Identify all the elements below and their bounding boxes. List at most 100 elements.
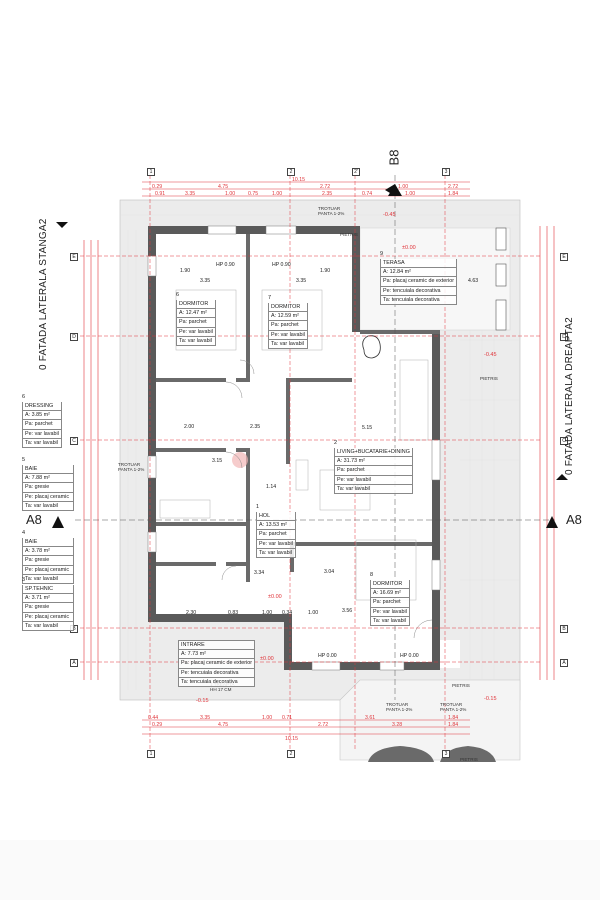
room-name: TERASA bbox=[380, 259, 458, 269]
room-wall-finish: Pe: var lavabil bbox=[256, 539, 296, 549]
room-floor-finish: Pa: gresie bbox=[22, 603, 74, 613]
interior-dim: 3.35 bbox=[296, 278, 307, 284]
bottom-dim: 1.00 bbox=[262, 715, 273, 721]
bottom-dim: 0.71 bbox=[282, 715, 293, 721]
grid-axis-c-left: C bbox=[70, 437, 78, 445]
room-name: DORMITOR bbox=[268, 303, 308, 313]
grid-axis-3-bottom: 3 bbox=[442, 750, 450, 758]
window-sill-label: HP 0.00 bbox=[318, 653, 337, 659]
top-dim: 0.75 bbox=[248, 191, 259, 197]
elevation-exterior-bottom-right: -0.15 bbox=[484, 696, 497, 702]
room-ceiling-finish: Ta: var lavabil bbox=[370, 616, 410, 627]
room-wall-finish: Pe: var lavabil bbox=[176, 327, 216, 337]
elevation-hol: ±0.00 bbox=[268, 594, 282, 600]
grid-axis-1-top: 1 bbox=[147, 168, 155, 176]
surface-label-pietris: PIETRIS bbox=[480, 376, 498, 381]
room-area: A: 13.53 m² bbox=[256, 521, 296, 531]
room-area: A: 16.69 m² bbox=[370, 589, 410, 599]
interior-dim: 0.34 bbox=[282, 610, 293, 616]
room-wall-finish: Pe: var lavabil bbox=[370, 607, 410, 617]
room-ceiling-finish: Ta: var lavabil bbox=[334, 484, 413, 495]
room-ceiling-finish: Ta: var lavabil bbox=[22, 501, 74, 512]
room-ceiling-finish: Ta: var lavabil bbox=[22, 574, 74, 585]
top-dim: 2.72 bbox=[448, 184, 459, 190]
grid-axis-1-bottom: 1 bbox=[147, 750, 155, 758]
bottom-dim: 1.84 bbox=[448, 722, 459, 728]
room-number: 4 bbox=[22, 530, 26, 536]
facade-label-left: 0 FATADA LATERALA STANGA2 bbox=[38, 218, 49, 370]
room-wall-finish: Pe: tencuiala decorativa bbox=[380, 286, 458, 296]
surface-label-pietris: PIETRIS bbox=[452, 683, 470, 688]
room-card-baie-5: 5 BAIE A: 7.88 m² Pa: gresie Pe: placaj … bbox=[22, 457, 74, 512]
facade-label-right: 0 FATADA LATERALA DREAPTA2 bbox=[564, 317, 575, 475]
slope-note: TROTUAR PANTA 1-2% bbox=[386, 702, 413, 712]
room-wall-finish: Pe: placaj ceramic bbox=[22, 565, 74, 575]
top-dim: 0.91 bbox=[155, 191, 166, 197]
room-name: BAIE bbox=[22, 465, 74, 475]
top-dim: 2.35 bbox=[322, 191, 333, 197]
window-sill-label: HP 0.90 bbox=[272, 262, 291, 268]
room-floor-finish: Pa: gresie bbox=[22, 556, 74, 566]
top-dim: 0.74 bbox=[362, 191, 373, 197]
top-dim: 1.84 bbox=[448, 191, 459, 197]
surface-label-pietris: PIETRIS bbox=[340, 232, 358, 237]
slope-note: TROTUAR PANTA 1-2% bbox=[118, 462, 145, 472]
interior-dim: 1.90 bbox=[320, 268, 331, 274]
interior-dim: 3.35 bbox=[200, 278, 211, 284]
room-number: 2 bbox=[334, 440, 338, 446]
window-sill-label: HP 0.90 bbox=[216, 262, 235, 268]
top-dim: 4.75 bbox=[218, 184, 229, 190]
room-number: 3 bbox=[22, 577, 26, 583]
bottom-dim: 3.61 bbox=[365, 715, 376, 721]
room-area: A: 12.84 m² bbox=[380, 268, 458, 278]
room-area: A: 7.88 m² bbox=[22, 474, 74, 484]
room-card-baie-4: 4 BAIE A: 3.78 m² Pa: gresie Pe: placaj … bbox=[22, 530, 74, 585]
surface-label-pietris: PIETRIS bbox=[460, 757, 478, 762]
interior-dim: 0.83 bbox=[228, 610, 239, 616]
room-wall-finish: Pe: placaj ceramic bbox=[22, 612, 74, 622]
room-ceiling-finish: Ta: tencuiala decorativa bbox=[178, 677, 256, 688]
room-floor-finish: Pa: parchet bbox=[256, 530, 296, 540]
room-ceiling-finish: Ta: var lavabil bbox=[268, 339, 308, 350]
interior-dim: 1.90 bbox=[180, 268, 191, 274]
grid-axis-a-left: A bbox=[70, 659, 78, 667]
room-number: 6 bbox=[22, 394, 26, 400]
top-dim: 1.00 bbox=[398, 184, 409, 190]
grid-axis-2-top: 2 bbox=[287, 168, 295, 176]
interior-dim: 3.34 bbox=[254, 570, 265, 576]
room-floor-finish: Pa: placaj ceramic de exterior bbox=[380, 277, 458, 287]
room-ceiling-finish: Ta: tencuiala decorativa bbox=[380, 295, 458, 306]
overall-width-dim-bottom: 10.15 bbox=[285, 736, 298, 742]
grid-axis-2-bottom: 2 bbox=[287, 750, 295, 758]
room-card-living-2: 2 LIVING+BUCATARIE+DINING A: 31.73 m² Pa… bbox=[334, 440, 413, 495]
elevation-entry: ±0.00 bbox=[260, 656, 274, 662]
interior-dim: 1.14 bbox=[266, 484, 277, 490]
room-floor-finish: Pa: parchet bbox=[22, 420, 62, 430]
room-floor-finish: Pa: placaj ceramic de exterior bbox=[178, 659, 256, 669]
grid-axis-3-top: 3 bbox=[442, 168, 450, 176]
room-number: 8 bbox=[370, 572, 374, 578]
room-card-dormitor-7: 7 DORMITOR A: 12.59 m² Pa: parchet Pe: v… bbox=[268, 295, 308, 350]
room-wall-finish: Pe: placaj ceramic bbox=[22, 492, 74, 502]
room-area: A: 3.85 m² bbox=[22, 411, 62, 421]
section-marker-a8-left: A8 bbox=[26, 512, 42, 527]
room-name: BAIE bbox=[22, 538, 74, 548]
room-name: DORMITOR bbox=[370, 580, 410, 590]
room-area: A: 3.71 m² bbox=[22, 594, 74, 604]
room-floor-finish: Pa: parchet bbox=[334, 466, 413, 476]
room-name: DORMITOR bbox=[176, 300, 216, 310]
room-card-dormitor-8: 8 DORMITOR A: 16.69 m² Pa: parchet Pe: v… bbox=[370, 572, 410, 627]
room-floor-finish: Pa: parchet bbox=[176, 318, 216, 328]
room-name: SP.TEHNIC bbox=[22, 585, 74, 595]
room-area: A: 31.73 m² bbox=[334, 457, 413, 467]
grid-axis-a-right: A bbox=[560, 659, 568, 667]
interior-dim: 2.35 bbox=[250, 424, 261, 430]
bottom-dim: 3.35 bbox=[200, 715, 211, 721]
room-wall-finish: Pe: tencuiala decorativa bbox=[178, 668, 256, 678]
bottom-dim: 3.28 bbox=[392, 722, 403, 728]
room-card-dressing-6: 6 DRESSING A: 3.85 m² Pa: parchet Pe: va… bbox=[22, 394, 62, 449]
room-name: HOL bbox=[256, 512, 296, 522]
room-card-hol-1: 1 HOL A: 13.53 m² Pa: parchet Pe: var la… bbox=[256, 504, 296, 559]
section-marker-a8-right: A8 bbox=[566, 512, 582, 527]
